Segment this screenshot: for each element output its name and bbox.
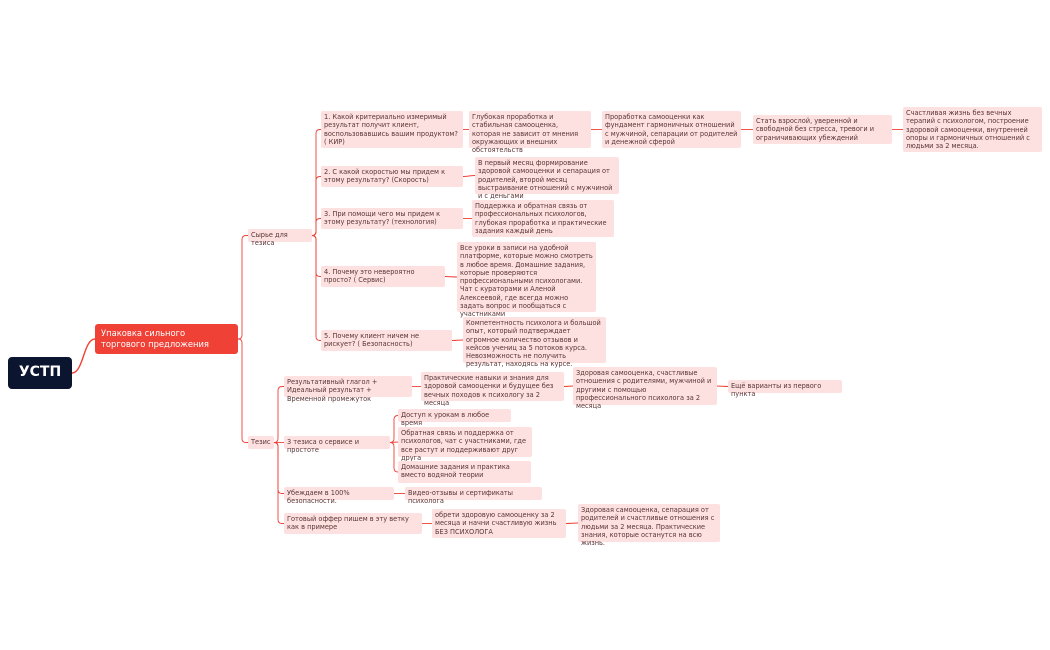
connector-19 [273, 442, 284, 524]
thesis-formula-answer-1[interactable]: Практические навыки и знания для здорово… [421, 372, 564, 407]
question-2-node[interactable]: 2. С какой скоростью мы придем к этому р… [321, 166, 463, 187]
service-point-2[interactable]: Обратная связь и поддержка от психологов… [398, 427, 532, 462]
connector-18 [273, 442, 284, 494]
thesis-service-node[interactable]: 3 тезиса о сервисе и простоте [284, 436, 390, 454]
connector-0 [71, 338, 96, 374]
question-4-node[interactable]: 4. Почему это невероятно просто? ( Серви… [321, 266, 445, 287]
thesis-safety-node[interactable]: Убеждаем в 100% безопасности. [284, 487, 394, 505]
connector-6 [311, 235, 321, 277]
branch-thesis[interactable]: Тезис [248, 436, 274, 449]
connector-23 [389, 415, 399, 443]
question-5-node[interactable]: 5. Почему клиент ничем не рискует? ( Без… [321, 330, 452, 351]
connector-22 [716, 385, 729, 387]
offer-answer-2[interactable]: Здоровая самооценка, сепарация от родите… [578, 504, 720, 547]
connector-15 [451, 339, 464, 341]
main-topic-node[interactable]: Упаковка сильного торгового предложения [95, 324, 238, 354]
connector-4 [311, 176, 321, 236]
question-1-node[interactable]: 1. Какой критериально измеримый результа… [321, 111, 463, 148]
safety-answer[interactable]: Видео-отзывы и сертификаты психолога [405, 487, 542, 505]
branch-raw-material[interactable]: Сырье для тезиса [248, 229, 312, 247]
connector-12 [462, 175, 476, 177]
q3-answer[interactable]: Поддержка и обратная связь от профессион… [472, 200, 614, 237]
root-node[interactable]: УСТП [8, 357, 72, 389]
q1-answer-1[interactable]: Глубокая проработка и стабильная самооце… [469, 111, 591, 154]
thesis-formula-answer-2[interactable]: Здоровая самооценка, счастливые отношени… [573, 367, 717, 410]
question-3-node[interactable]: 3. При помощи чего мы придем к этому рез… [321, 208, 463, 229]
q4-answer[interactable]: Все уроки в записи на удобной платформе,… [457, 242, 596, 318]
connector-14 [444, 276, 458, 278]
thesis-offer-node[interactable]: Готовый оффер пишем в эту ветку как в пр… [284, 513, 422, 534]
thesis-formula-node[interactable]: Результативный глагол + Идеальный резуль… [284, 376, 412, 403]
q1-answer-4[interactable]: Счастливая жизнь без вечных терапий с пс… [903, 107, 1042, 152]
offer-answer-1[interactable]: обрети здоровую самооценку за 2 месяца и… [432, 509, 566, 538]
connector-7 [311, 235, 321, 341]
connector-5 [311, 218, 321, 236]
connector-21 [563, 385, 574, 387]
connector-28 [565, 522, 579, 524]
service-point-1[interactable]: Доступ к урокам в любое время [398, 409, 511, 427]
connector-2 [237, 338, 248, 443]
thesis-formula-answer-3[interactable]: Ещё варианты из первого пункта [728, 380, 842, 398]
connector-1 [237, 235, 248, 340]
q2-answer[interactable]: В первый месяц формирование здоровой сам… [475, 157, 619, 200]
connector-25 [389, 442, 399, 473]
q1-answer-2[interactable]: Проработка самооценки как фундамент гарм… [602, 111, 741, 148]
q1-answer-3[interactable]: Стать взрослой, уверенной и свободной бе… [753, 115, 892, 144]
q5-answer[interactable]: Компетентность психолога и большой опыт,… [463, 317, 606, 368]
service-point-3[interactable]: Домашние задания и практика вместо водян… [398, 461, 531, 483]
connector-16 [273, 386, 284, 443]
